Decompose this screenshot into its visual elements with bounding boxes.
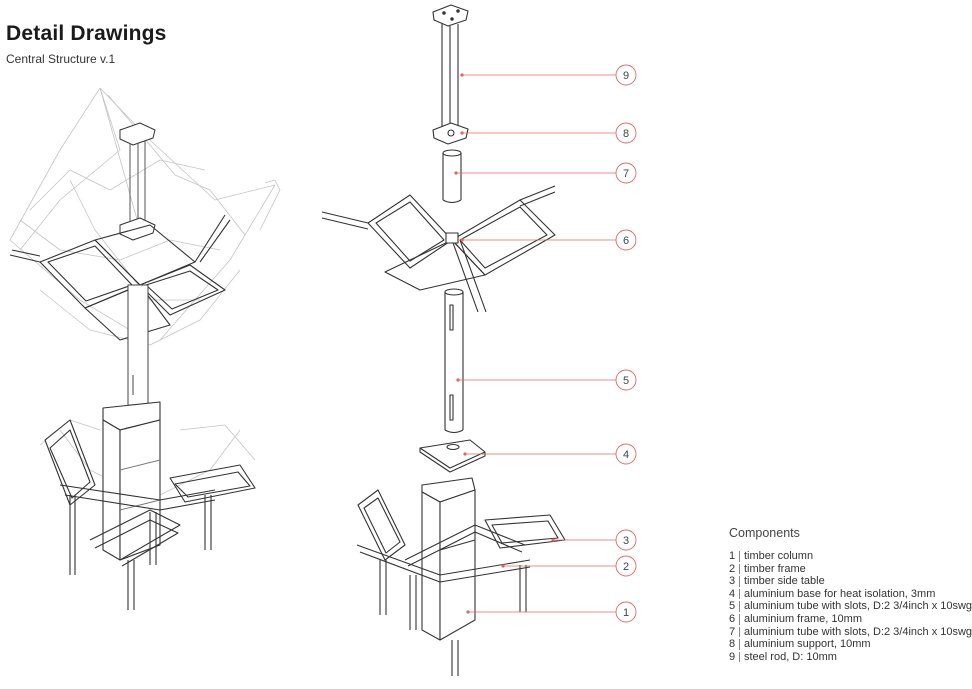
component-number: 2: [729, 562, 736, 575]
component-label: timber column: [744, 550, 814, 562]
component-separator: [739, 613, 740, 625]
component-separator: [739, 551, 740, 562]
component-label: aluminium tube with slots, D:2 3/4inch x…: [744, 600, 972, 613]
component-item: 3 timber side table: [729, 575, 972, 588]
part-aluminium-support: [432, 122, 469, 145]
callout-anchor-dot: [460, 131, 464, 135]
callout-4: 4: [463, 443, 637, 465]
callout-circle: [615, 369, 637, 391]
callout-6: 6: [460, 229, 637, 251]
components-heading: Components: [729, 526, 800, 540]
component-number: 7: [729, 625, 736, 638]
component-separator: [739, 651, 740, 663]
callout-circle: [615, 555, 637, 577]
component-item: 9 steel rod, D: 10mm: [729, 651, 972, 664]
callout-number: 9: [623, 70, 629, 82]
component-label: aluminium base for heat isolation, 3mm: [744, 587, 936, 600]
callout-9: 9: [460, 64, 637, 86]
components-list: 1 timber column 2 timber frame 3 timber side …: [729, 550, 972, 663]
component-number: 9: [729, 650, 736, 663]
component-item: 1 timber column: [729, 550, 972, 563]
callout-circle: [615, 601, 637, 623]
component-separator: [739, 588, 740, 600]
callout-anchor-dot: [460, 73, 464, 77]
callout-circle: [615, 64, 637, 86]
callout-anchor-dot: [466, 610, 470, 614]
callout-circle: [615, 229, 637, 251]
component-number: 6: [729, 612, 736, 625]
component-item: 4 aluminium base for heat isolation, 3mm: [729, 588, 972, 601]
assembled-view: [9, 87, 281, 610]
callout-3: 3: [551, 529, 637, 551]
exploded-view: [321, 4, 566, 676]
callouts: 9 8 7 6 5 4 3 2 1: [454, 64, 637, 623]
component-item: 7 aluminium tube with slots, D:2 3/4inch …: [729, 626, 972, 639]
component-label: aluminium tube with slots, D:2 3/4inch x…: [744, 625, 972, 638]
callout-number: 7: [623, 168, 629, 180]
callout-anchor-dot: [456, 378, 460, 382]
part-lower-tube: [444, 288, 464, 434]
callout-1: 1: [466, 601, 637, 623]
callout-8: 8: [460, 122, 637, 144]
component-number: 5: [729, 600, 736, 613]
component-item: 2 timber frame: [729, 563, 972, 576]
callout-5: 5: [456, 369, 637, 391]
page-title: Detail Drawings: [6, 22, 167, 45]
component-number: 8: [729, 638, 736, 651]
callout-anchor-dot: [551, 538, 555, 542]
component-label: aluminium frame, 10mm: [744, 612, 862, 625]
part-upper-tube: [442, 149, 462, 204]
part-steel-rod: [432, 4, 469, 130]
component-label: timber frame: [744, 562, 806, 575]
callout-number: 5: [623, 375, 629, 387]
callout-number: 4: [623, 449, 629, 461]
component-separator: [739, 601, 740, 612]
component-label: aluminium support, 10mm: [744, 638, 871, 651]
part-timber-assembly: [356, 477, 566, 676]
callout-circle: [615, 162, 637, 184]
callout-circle: [615, 443, 637, 465]
callout-7: 7: [454, 162, 637, 184]
callout-anchor-dot: [460, 238, 464, 242]
component-label: steel rod, D: 10mm: [744, 650, 837, 663]
component-number: 1: [729, 550, 736, 562]
component-item: 5 aluminium tube with slots, D:2 3/4inch …: [729, 600, 972, 613]
component-item: 8 aluminium support, 10mm: [729, 638, 972, 651]
callout-number: 3: [623, 535, 629, 547]
component-separator: [739, 576, 740, 587]
callout-circle: [615, 529, 637, 551]
callout-number: 8: [623, 128, 629, 140]
callout-anchor-dot: [454, 171, 458, 175]
component-item: 6 aluminium frame, 10mm: [729, 613, 972, 626]
callout-number: 6: [623, 235, 629, 247]
callout-2: 2: [501, 555, 637, 577]
callout-circle: [615, 122, 637, 144]
callout-number: 1: [623, 607, 629, 619]
callout-number: 2: [623, 561, 629, 573]
component-number: 4: [729, 587, 736, 600]
component-number: 3: [729, 575, 736, 588]
part-aluminium-base: [419, 439, 486, 473]
component-label: timber side table: [744, 575, 825, 588]
callout-anchor-dot: [501, 564, 505, 568]
component-separator: [739, 563, 740, 575]
callout-anchor-dot: [463, 452, 467, 456]
part-aluminium-frame: [321, 185, 556, 313]
component-separator: [739, 639, 740, 650]
component-separator: [739, 626, 740, 638]
page-subtitle: Central Structure v.1: [6, 52, 116, 66]
